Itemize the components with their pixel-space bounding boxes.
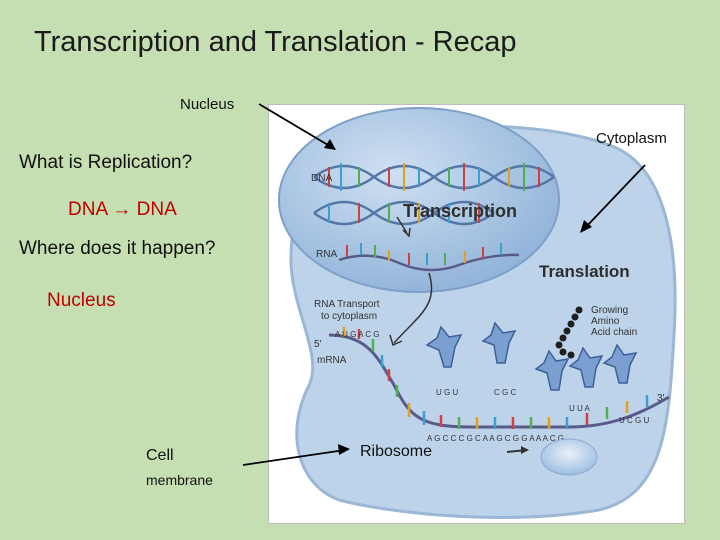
nucleus-body — [278, 107, 560, 293]
label-cytoplasm: Cytoplasm — [596, 130, 667, 147]
figure-rna-transport-1: RNA Transport — [314, 299, 380, 310]
answer-nucleus: Nucleus — [47, 290, 116, 311]
figure-growing-label: Growing — [591, 305, 628, 316]
label-cell: Cell — [146, 447, 174, 464]
amino-acid-chain — [555, 306, 583, 359]
mrna-sequence: A G C C C G C A A G C G G A A A C G — [427, 434, 564, 443]
trna-molecules — [425, 321, 638, 391]
mrna-5-bases: A U G A C G — [335, 330, 379, 339]
figure-translation-label: Translation — [539, 262, 630, 281]
question-location: Where does it happen? — [19, 238, 216, 259]
label-membrane: membrane — [146, 472, 213, 488]
cell-diagram: DNA Transcription RNA Translation RNA Tr… — [268, 104, 685, 524]
figure-acid-chain-label: Acid chain — [591, 327, 637, 338]
figure-amino-label: Amino — [591, 316, 620, 327]
label-ribosome: Ribosome — [360, 443, 433, 460]
mrna-strand — [328, 333, 670, 429]
trna-codon-2: C G C — [494, 388, 516, 397]
figure-five-prime: 5' — [314, 339, 322, 350]
figure-transcription-label: Transcription — [403, 201, 517, 221]
answer-dna-to-dna: DNA → DNA — [68, 199, 177, 220]
figure-rna-transport-2: to cytoplasm — [321, 311, 377, 322]
figure-dna-label: DNA — [311, 173, 332, 184]
figure-three-prime: 3' — [657, 393, 665, 404]
trna-codon-3: U U A — [569, 404, 591, 413]
mrna-3-bases: U C G U — [619, 416, 649, 425]
page-title: Transcription and Translation - Recap — [34, 26, 517, 58]
figure-rna-label: RNA — [316, 249, 337, 260]
figure-mrna-label: mRNA — [317, 355, 347, 366]
ribosome — [540, 438, 598, 476]
question-replication: What is Replication? — [19, 152, 193, 173]
mrna-bases — [342, 327, 649, 429]
label-nucleus: Nucleus — [180, 96, 235, 113]
rna-strand — [338, 243, 520, 272]
dna-helix — [313, 163, 555, 226]
trna-codon-1: U G U — [436, 388, 458, 397]
